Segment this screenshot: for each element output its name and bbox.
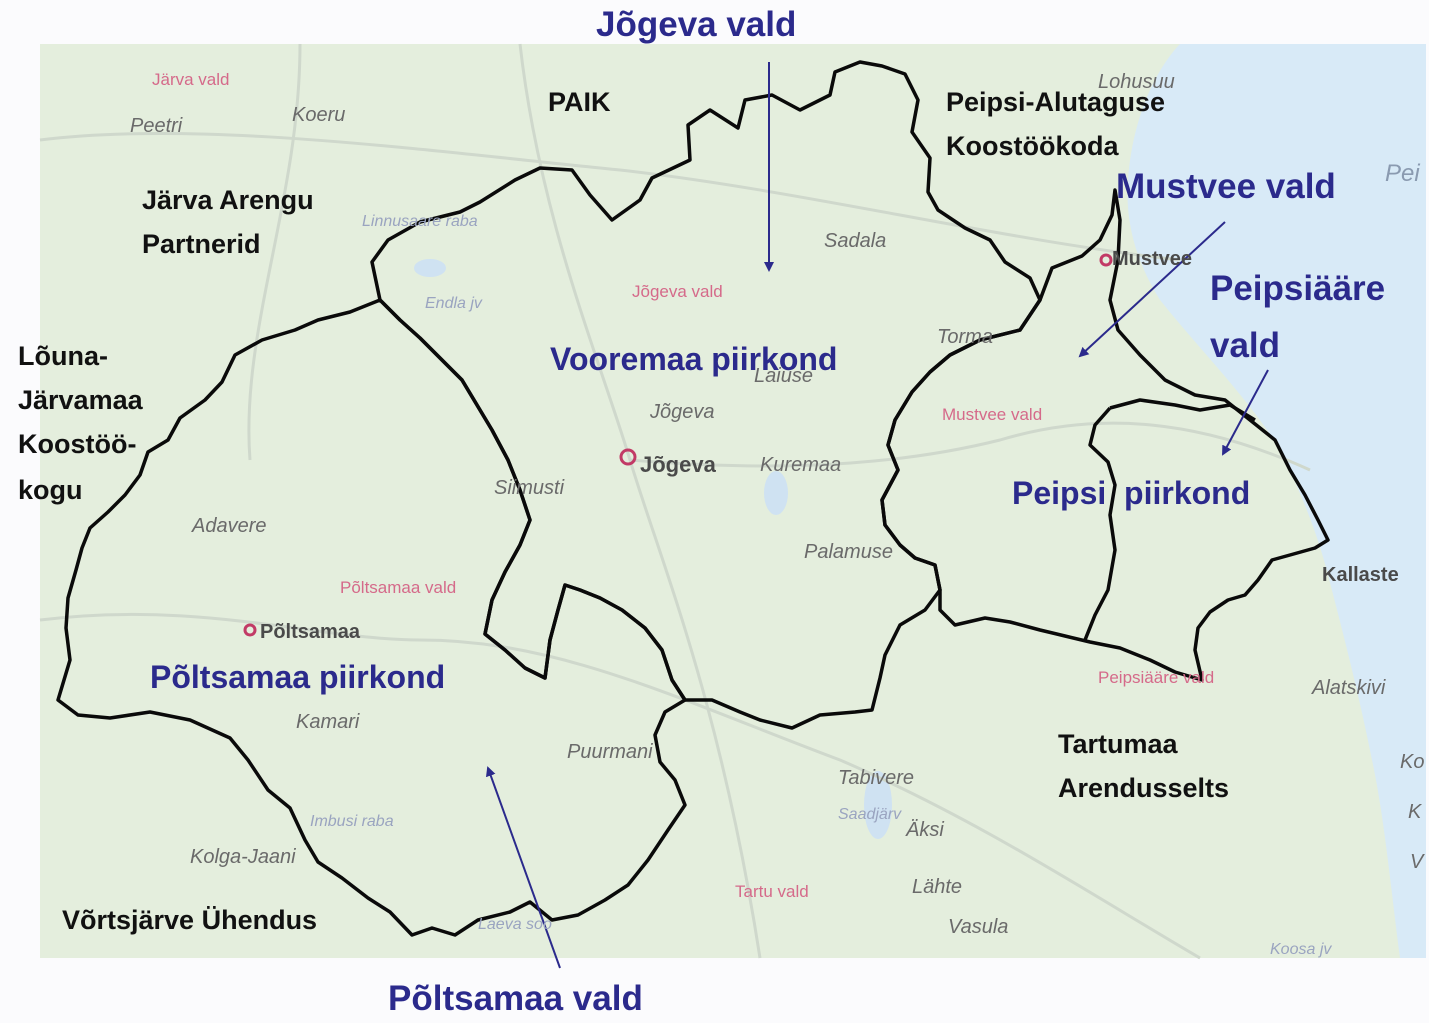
place-saadjarv: Saadjärv bbox=[838, 806, 902, 823]
heading-mustvee-vald: Mustvee vald bbox=[1116, 167, 1336, 206]
mustvee-marker bbox=[1099, 253, 1113, 267]
place-mustvee: Mustvee bbox=[1112, 248, 1193, 270]
area-borders bbox=[56, 60, 1330, 937]
heading-peipsiaare-line1: Peipsiääre bbox=[1210, 269, 1386, 308]
place-jogeva-town: Jõgeva bbox=[640, 452, 716, 477]
place-laeva-soo: Laeva soo bbox=[478, 916, 552, 933]
label-tartumaa-line2: Arendusselts bbox=[1058, 773, 1230, 803]
lake-endla bbox=[414, 259, 446, 277]
lake-saadjarv bbox=[864, 771, 892, 839]
label-peipsi-piirkond: Peipsi piirkond bbox=[1012, 475, 1251, 511]
arrow-peipsiaare bbox=[1222, 369, 1269, 456]
place-palamuse: Palamuse bbox=[804, 541, 893, 563]
place-vasula: Vasula bbox=[948, 916, 1009, 938]
place-ko: Ko bbox=[1400, 751, 1425, 773]
arrow-poltsamaa bbox=[486, 766, 561, 969]
place-sadala: Sadala bbox=[824, 230, 887, 252]
place-v: V bbox=[1410, 851, 1424, 873]
place-torma: Torma bbox=[937, 326, 993, 348]
label-vortsjarve: Võrtsjärve Ühendus bbox=[62, 905, 318, 935]
label-peipsi-alutaguse-line2: Koostöökoda bbox=[946, 131, 1119, 161]
place-kolga-jaani: Kolga-Jaani bbox=[190, 846, 296, 868]
place-alatskivi: Alatskivi bbox=[1312, 677, 1386, 699]
place-poltsamaa-town: Põltsamaa bbox=[260, 621, 361, 643]
place-peip: Pei bbox=[1385, 160, 1420, 187]
heading-jogeva-vald: Jõgeva vald bbox=[596, 5, 797, 44]
pointer-arrows bbox=[486, 62, 1269, 969]
place-kamari: Kamari bbox=[296, 711, 360, 733]
place-laiuse: Laiuse bbox=[754, 365, 813, 387]
jogeva-marker bbox=[619, 448, 637, 466]
poltsamaa-marker bbox=[243, 623, 257, 637]
place-koosa-jv: Koosa jv bbox=[1270, 941, 1332, 958]
label-tartumaa-line1: Tartumaa bbox=[1058, 729, 1178, 759]
place-jarva-vald: Järva vald bbox=[152, 70, 230, 89]
label-jarva-arengu-line2: Partnerid bbox=[142, 229, 261, 259]
place-endla-jv: Endla jv bbox=[425, 295, 482, 312]
town-markers bbox=[243, 253, 1113, 637]
road-network bbox=[39, 43, 1311, 960]
heading-poltsamaa-vald: Põltsamaa vald bbox=[388, 979, 643, 1018]
place-jogeva-vald: Jõgeva vald bbox=[632, 282, 723, 301]
border-poltsamaa bbox=[56, 298, 687, 937]
place-poltsamaa-vald: Põltsamaa vald bbox=[340, 578, 457, 597]
place-siimusti: Siimusti bbox=[494, 477, 565, 499]
lake-kuremaa bbox=[764, 471, 788, 515]
place-kuremaa: Kuremaa bbox=[760, 454, 842, 476]
label-jarva-arengu-line1: Järva Arengu bbox=[142, 185, 314, 215]
place-k: K bbox=[1408, 801, 1422, 823]
place-tabivere: Tabivere bbox=[838, 767, 914, 789]
place-aksi: Äksi bbox=[906, 819, 944, 841]
place-linnusaare-raba: Linnusaare raba bbox=[362, 213, 478, 230]
place-mustvee-vald: Mustvee vald bbox=[942, 405, 1043, 424]
place-lahte: Lähte bbox=[912, 876, 963, 898]
border-peipsiaare bbox=[1083, 398, 1256, 641]
place-adavere: Adavere bbox=[192, 515, 267, 537]
label-poltsamaa-piirkond: Põltsamaa piirkond bbox=[150, 659, 446, 695]
lake-peipsi bbox=[1127, 44, 1426, 958]
label-louna-line3: Koostöö- bbox=[18, 429, 137, 459]
label-vooremaa-piirkond: Vooremaa piirkond bbox=[550, 341, 838, 377]
place-koeru: Koeru bbox=[292, 104, 346, 126]
place-kallaste: Kallaste bbox=[1322, 564, 1399, 586]
arrow-mustvee bbox=[1078, 221, 1226, 358]
label-peipsi-alutaguse-line1: Peipsi-Alutaguse bbox=[946, 87, 1166, 117]
label-louna-line4: kogu bbox=[18, 475, 83, 505]
place-lohusuu: Lohusuu bbox=[1098, 71, 1175, 93]
border-peipsi bbox=[880, 188, 1330, 682]
place-peipsiaare-vald: Peipsiääre vald bbox=[1098, 668, 1215, 687]
label-paik: PAIK bbox=[548, 87, 611, 117]
place-puurmani: Puurmani bbox=[567, 741, 653, 763]
place-jogeva-small: Jõgeva bbox=[650, 401, 715, 423]
label-louna-line1: Lõuna- bbox=[18, 341, 108, 371]
place-peetri: Peetri bbox=[130, 115, 183, 137]
place-tartu-vald: Tartu vald bbox=[735, 882, 809, 901]
heading-peipsiaare-line2: vald bbox=[1210, 326, 1281, 365]
place-imbusi-raba: Imbusi raba bbox=[310, 813, 394, 830]
label-louna-line2: Järvamaa bbox=[18, 385, 143, 415]
